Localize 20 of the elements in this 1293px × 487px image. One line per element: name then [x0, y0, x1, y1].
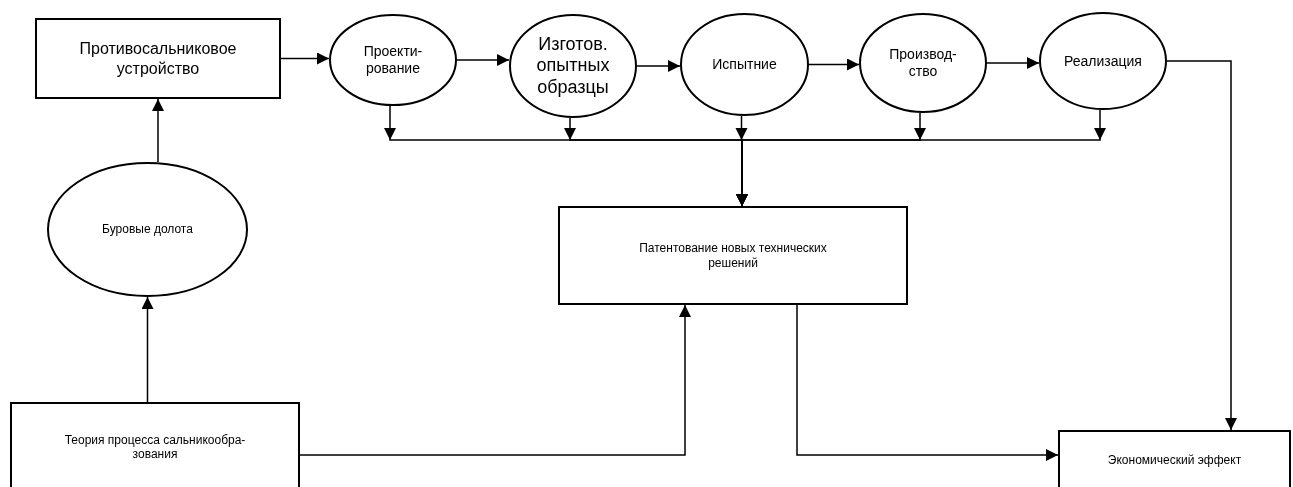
- node-label: Буровые долота: [102, 222, 193, 237]
- node-label: Противосальниковое устройство: [78, 39, 238, 78]
- node-label: Теория процесса сальникообра- зования: [63, 432, 247, 462]
- process-box: [558, 206, 908, 305]
- node-label: Реализация: [1064, 52, 1142, 70]
- result-box: [1058, 430, 1291, 487]
- node-label: Патентование новых технических решений: [638, 241, 828, 270]
- node-label: Испытние: [712, 56, 777, 73]
- stage-ellipse: [1039, 12, 1167, 110]
- node-label: Проекти- рование: [362, 43, 424, 77]
- stage-ellipse: [680, 13, 809, 116]
- node-label: Производ- ство: [888, 46, 958, 80]
- process-box: [10, 402, 300, 487]
- stage-ellipse: [329, 14, 457, 106]
- source-ellipse: [47, 162, 248, 297]
- node-label: Изготов. опытных образцы: [535, 33, 611, 99]
- stage-ellipse: [509, 14, 637, 118]
- node-label: Экономический эффект: [1107, 452, 1242, 468]
- stage-ellipse: [859, 13, 987, 113]
- process-box: [35, 18, 281, 99]
